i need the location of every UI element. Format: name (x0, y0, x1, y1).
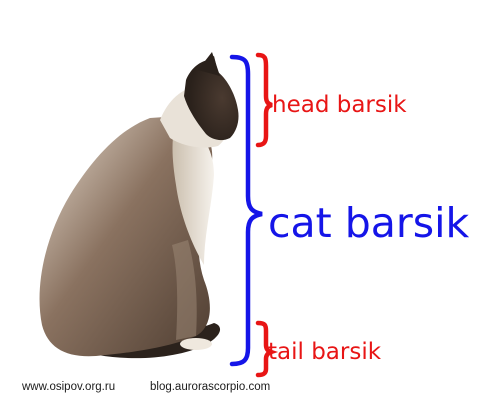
cat-chest (172, 116, 214, 265)
credit-osipov: www.osipov.org.ru (22, 381, 116, 393)
cat-photo-icon (39, 52, 239, 359)
head-brace-icon (255, 52, 273, 148)
cat-paw (180, 338, 212, 350)
cat-head (184, 56, 239, 141)
cat-label: cat barsik (268, 199, 470, 247)
cat-ear (198, 52, 220, 76)
credit-aurorascorpio: blog.aurorascorpio.com (150, 381, 271, 393)
head-label: head barsik (272, 92, 407, 118)
cat-body (39, 116, 213, 357)
tail-label: tail barsik (268, 339, 382, 365)
cat-front-leg (172, 240, 197, 340)
